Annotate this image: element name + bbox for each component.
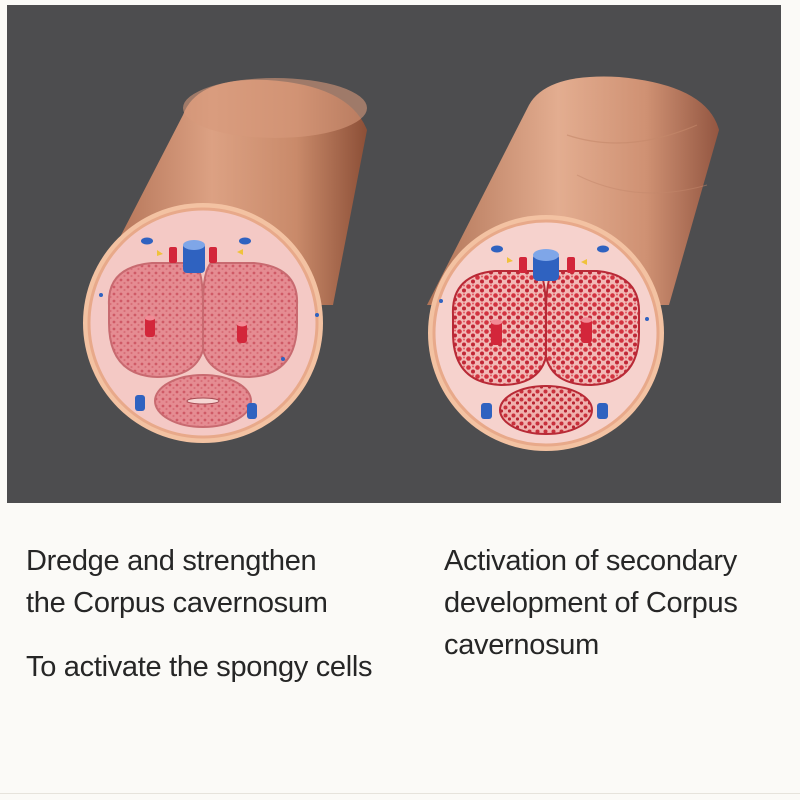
right-cylinder <box>427 76 719 451</box>
right-caption-line-3: cavernosum <box>444 629 599 661</box>
right-caption-line-2: development of Corpus <box>444 587 738 619</box>
left-caption-line-2: the Corpus cavernosum <box>26 587 328 619</box>
right-caption-line-1: Activation of secondary <box>444 545 737 577</box>
left-cylinder <box>83 78 367 443</box>
illustration-panel <box>7 5 781 503</box>
left-caption-heading: Dredge and strengthen the Corpus caverno… <box>26 540 406 624</box>
left-caption-sub: To activate the spongy cells <box>26 646 426 688</box>
right-caption: Activation of secondary development of C… <box>444 540 784 666</box>
bottom-divider <box>0 793 800 794</box>
left-caption-line-3: To activate the spongy cells <box>26 651 373 683</box>
left-caption-line-1: Dredge and strengthen <box>26 545 317 577</box>
cross-section-illustration <box>83 76 719 451</box>
